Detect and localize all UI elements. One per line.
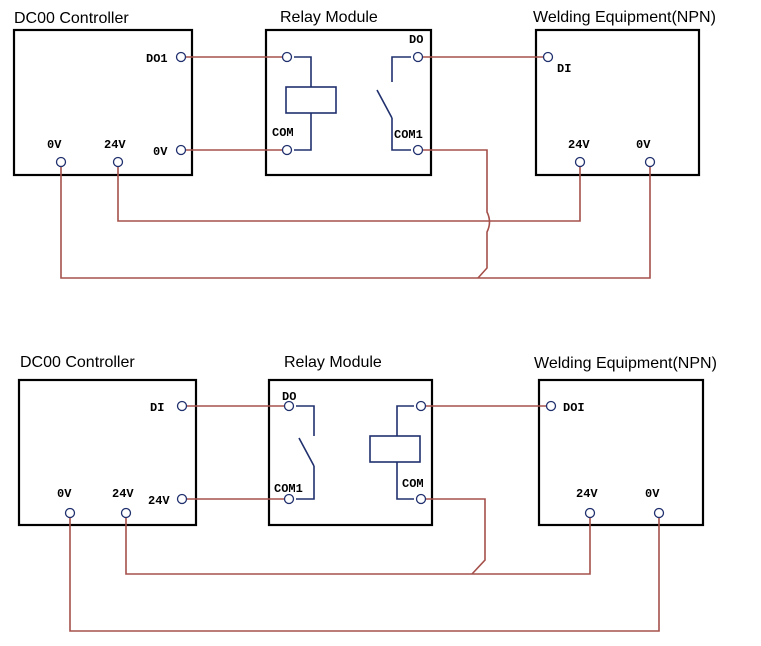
terminal-relay-com1[interactable] bbox=[412, 144, 424, 156]
welder-title: Welding Equipment(NPN) bbox=[534, 355, 717, 372]
controller-title: DC00 Controller bbox=[14, 10, 129, 27]
wires bbox=[69, 405, 660, 632]
pin-label-24v: 24V bbox=[104, 138, 126, 152]
terminal-di[interactable] bbox=[176, 400, 188, 412]
pin-label-welder-24v: 24V bbox=[576, 487, 598, 501]
terminal-0v[interactable] bbox=[55, 156, 67, 168]
relay-internals bbox=[285, 56, 411, 151]
pin-label-com: COM bbox=[402, 477, 424, 491]
terminals bbox=[64, 400, 665, 519]
welder-title: Welding Equipment(NPN) bbox=[533, 9, 716, 26]
relay-switch bbox=[376, 89, 393, 119]
pin-labels: DO1 0V 0V 24V DO COM COM1 DI 24V 0V bbox=[47, 33, 651, 159]
pin-label-0v-right: 0V bbox=[153, 145, 168, 159]
wire-com1-route bbox=[418, 149, 491, 279]
pin-label-com: COM bbox=[272, 126, 294, 140]
pin-label-do1: DO1 bbox=[146, 52, 168, 66]
pin-label-24v-right: 24V bbox=[148, 494, 170, 508]
relay-switch bbox=[298, 437, 315, 467]
pin-label-di: DI bbox=[557, 62, 571, 76]
relay-coil bbox=[369, 435, 421, 463]
pin-label-0v: 0V bbox=[57, 487, 72, 501]
diagram-1: DC00 Controller Relay Module Welding Equ… bbox=[12, 9, 716, 279]
terminal-welder-24v[interactable] bbox=[584, 507, 596, 519]
relay-box bbox=[264, 28, 433, 177]
terminal-welder-0v[interactable] bbox=[644, 156, 656, 168]
pin-label-welder-0v: 0V bbox=[645, 487, 660, 501]
terminal-0v-right[interactable] bbox=[175, 144, 187, 156]
terminal-24v-right[interactable] bbox=[176, 493, 188, 505]
pin-label-welder-0v: 0V bbox=[636, 138, 651, 152]
pin-label-doi: DOI bbox=[563, 401, 585, 415]
wire-24v bbox=[125, 513, 591, 575]
relay-box bbox=[267, 378, 434, 527]
pin-label-do: DO bbox=[282, 390, 296, 404]
pin-label-di: DI bbox=[150, 401, 164, 415]
relay-internals bbox=[296, 405, 421, 500]
controller-title: DC00 Controller bbox=[20, 354, 135, 371]
terminal-0v[interactable] bbox=[64, 507, 76, 519]
terminals bbox=[55, 51, 656, 168]
relay-title: Relay Module bbox=[284, 354, 382, 371]
terminal-relay-in[interactable] bbox=[281, 51, 293, 63]
pin-label-com1: COM1 bbox=[274, 482, 303, 496]
pin-label-welder-24v: 24V bbox=[568, 138, 590, 152]
terminal-relay-com[interactable] bbox=[415, 493, 427, 505]
wire-24v bbox=[117, 162, 581, 222]
terminal-relay-do[interactable] bbox=[283, 400, 295, 412]
terminal-relay-com[interactable] bbox=[281, 144, 293, 156]
terminal-24v[interactable] bbox=[120, 507, 132, 519]
welder-box bbox=[534, 28, 701, 177]
relay-title: Relay Module bbox=[280, 9, 378, 26]
terminal-welder-doi[interactable] bbox=[545, 400, 557, 412]
pin-label-do: DO bbox=[409, 33, 423, 47]
wire-0v bbox=[69, 513, 660, 632]
pin-label-com1: COM1 bbox=[394, 128, 423, 142]
diagram-2: DC00 Controller Relay Module Welding Equ… bbox=[17, 354, 717, 632]
welder-box bbox=[537, 378, 705, 527]
pin-label-24v: 24V bbox=[112, 487, 134, 501]
terminal-welder-0v[interactable] bbox=[653, 507, 665, 519]
pin-label-0v: 0V bbox=[47, 138, 62, 152]
terminal-relay-out[interactable] bbox=[415, 400, 427, 412]
wire-0v bbox=[60, 162, 651, 279]
controller-box bbox=[17, 378, 198, 527]
controller-box bbox=[12, 28, 194, 177]
wire-com-route bbox=[421, 498, 486, 575]
terminal-welder-di[interactable] bbox=[542, 51, 554, 63]
terminal-relay-com1[interactable] bbox=[283, 493, 295, 505]
terminal-relay-do[interactable] bbox=[412, 51, 424, 63]
terminal-24v[interactable] bbox=[112, 156, 124, 168]
wires bbox=[60, 56, 651, 279]
terminal-do1[interactable] bbox=[175, 51, 187, 63]
pin-labels: DI 24V 0V 24V DO COM1 COM DOI 24V 0V bbox=[57, 390, 660, 508]
relay-coil bbox=[285, 86, 337, 114]
terminal-welder-24v[interactable] bbox=[574, 156, 586, 168]
